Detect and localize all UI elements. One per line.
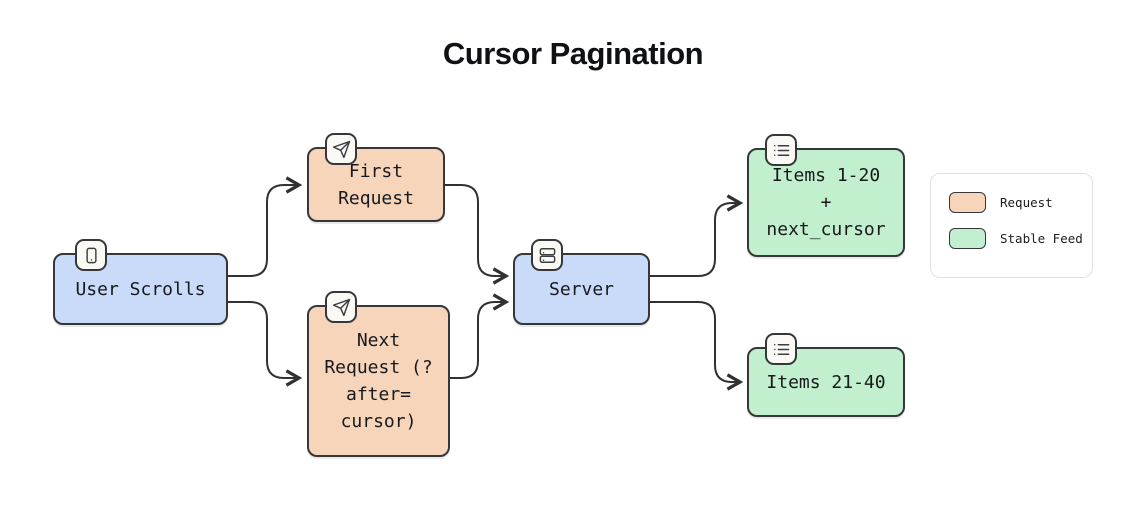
- legend-swatch-request: [949, 192, 986, 213]
- diagram-title: Cursor Pagination: [442, 36, 704, 71]
- send-icon: [325, 291, 357, 323]
- edge-user-to-next-request: [228, 301, 303, 387]
- node-label: First Request: [338, 160, 414, 209]
- edge-next-request-to-server: [450, 293, 510, 379]
- node-server: Server: [513, 239, 650, 325]
- node-label: User Scrolls: [75, 278, 206, 300]
- send-icon: [325, 133, 357, 165]
- node-user-scrolls: User Scrolls: [53, 239, 228, 325]
- legend-label: Request: [1000, 195, 1053, 210]
- list-icon: [765, 333, 797, 365]
- legend-item-request: Request: [949, 192, 1092, 213]
- edge-user-to-first-request: [228, 176, 303, 277]
- edge-server-to-items-1-20: [650, 194, 744, 277]
- node-next-request: Next Request (? after= cursor): [307, 291, 450, 457]
- server-icon: [531, 239, 563, 271]
- node-items-1-20: Items 1-20 + next_cursor: [747, 134, 905, 257]
- node-items-21-40: Items 21-40: [747, 333, 905, 417]
- legend-swatch-stable-feed: [949, 228, 986, 249]
- node-label: Next Request (? after= cursor): [324, 330, 433, 432]
- smartphone-icon: [75, 239, 107, 271]
- edge-first-request-to-server: [445, 184, 510, 285]
- node-label: Items 1-20 + next_cursor: [766, 165, 886, 240]
- legend: Request Stable Feed: [930, 173, 1093, 278]
- node-label: Items 21-40: [766, 371, 886, 393]
- legend-label: Stable Feed: [1000, 231, 1083, 246]
- legend-item-stable-feed: Stable Feed: [949, 228, 1092, 249]
- edge-server-to-items-21-40: [650, 301, 744, 391]
- node-label: Server: [548, 278, 615, 300]
- node-first-request: First Request: [307, 133, 445, 222]
- list-icon: [765, 134, 797, 166]
